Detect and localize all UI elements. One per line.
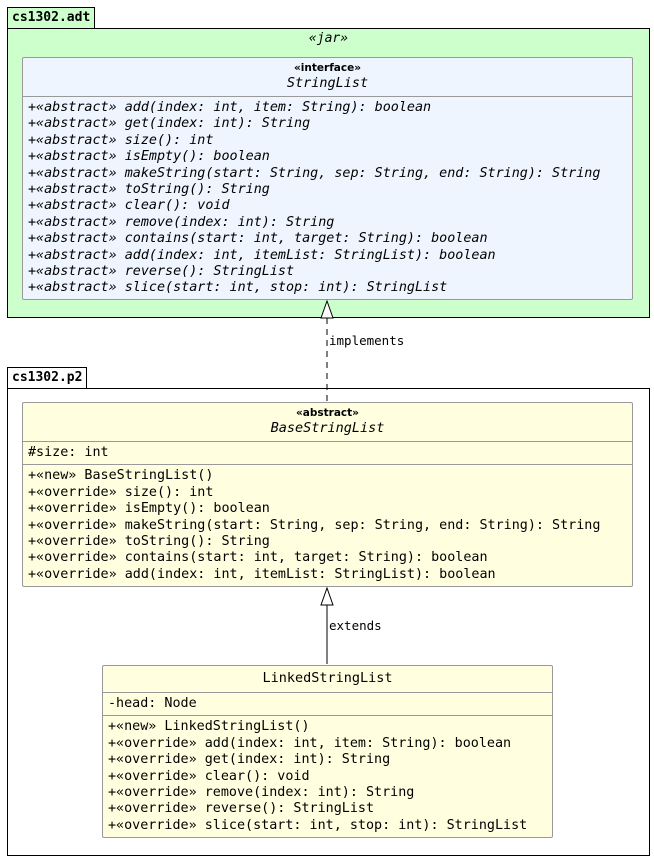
interface-stringlist-header: «interface» StringList (23, 58, 632, 97)
class-basestringlist[interactable]: «abstract» BaseStringList #size: int +«n… (22, 402, 633, 587)
interface-stereotype: «interface» (294, 62, 361, 74)
class-base-stereotype: «abstract» (296, 407, 359, 419)
method-row: +«abstract» slice(start: int, stop: int)… (28, 280, 448, 296)
method-row: +«abstract» reverse(): StringList (28, 264, 295, 280)
class-linked-fields: -head: Node (103, 693, 552, 717)
method-row: +«override» get(index: int): String (108, 752, 391, 768)
method-row: +«abstract» toString(): String (28, 182, 270, 198)
method-row: +«override» toString(): String (28, 534, 270, 550)
interface-name: StringList (286, 75, 369, 91)
method-row: +«abstract» contains(start: int, target:… (28, 231, 488, 247)
method-row: +«override» remove(index: int): String (108, 785, 415, 801)
package-adt-stereotype: «jar» (308, 31, 349, 46)
method-row: +«new» BaseStringList() (28, 468, 214, 484)
interface-stringlist[interactable]: «interface» StringList +«abstract» add(i… (22, 57, 633, 300)
method-row: +«new» LinkedStringList() (108, 719, 310, 735)
class-linkedstringlist[interactable]: LinkedStringList -head: Node +«new» Link… (102, 665, 553, 838)
package-p2-tab: cs1302.p2 (7, 367, 88, 389)
package-adt-tab: cs1302.adt (7, 7, 96, 29)
class-linked-name: LinkedStringList (262, 670, 393, 686)
class-basestringlist-header: «abstract» BaseStringList (23, 403, 632, 442)
method-row: +«override» add(index: int, item: String… (108, 735, 512, 751)
field-row: #size: int (28, 445, 109, 460)
method-row: +«abstract» isEmpty(): boolean (28, 149, 270, 165)
method-row: +«override» makeString(start: String, se… (28, 517, 601, 533)
method-row: +«abstract» makeString(start: String, se… (28, 165, 601, 181)
method-row: +«override» isEmpty(): boolean (28, 501, 270, 517)
method-row: +«override» reverse(): StringList (108, 801, 375, 817)
interface-methods: +«abstract» add(index: int, item: String… (23, 97, 632, 300)
field-row: -head: Node (108, 696, 197, 711)
class-linked-header: LinkedStringList (103, 666, 552, 693)
method-row: +«override» clear(): void (108, 768, 310, 784)
extends-label: extends (329, 618, 382, 633)
class-base-fields: #size: int (23, 442, 632, 466)
implements-arrowhead (320, 299, 334, 319)
method-row: +«abstract» remove(index: int): String (28, 214, 335, 230)
method-row: +«abstract» add(index: int, item: String… (28, 100, 432, 115)
class-base-methods: +«new» BaseStringList() +«override» size… (23, 465, 632, 586)
method-row: +«override» contains(start: int, target:… (28, 550, 488, 566)
implements-label: implements (329, 333, 405, 348)
method-row: +«override» slice(start: int, stop: int)… (108, 817, 528, 833)
extends-arrowhead (320, 586, 334, 606)
method-row: +«abstract» size(): int (28, 132, 214, 148)
class-linked-methods: +«new» LinkedStringList() +«override» ad… (103, 716, 552, 837)
method-row: +«abstract» get(index: int): String (28, 116, 311, 132)
package-p2-name: cs1302.p2 (12, 370, 83, 385)
package-adt-name: cs1302.adt (12, 10, 91, 25)
method-row: +«abstract» add(index: int, itemList: St… (28, 247, 496, 263)
method-row: +«override» add(index: int, itemList: St… (28, 566, 496, 582)
class-base-name: BaseStringList (270, 420, 385, 436)
method-row: +«abstract» clear(): void (28, 198, 230, 214)
method-row: +«override» size(): int (28, 484, 214, 500)
